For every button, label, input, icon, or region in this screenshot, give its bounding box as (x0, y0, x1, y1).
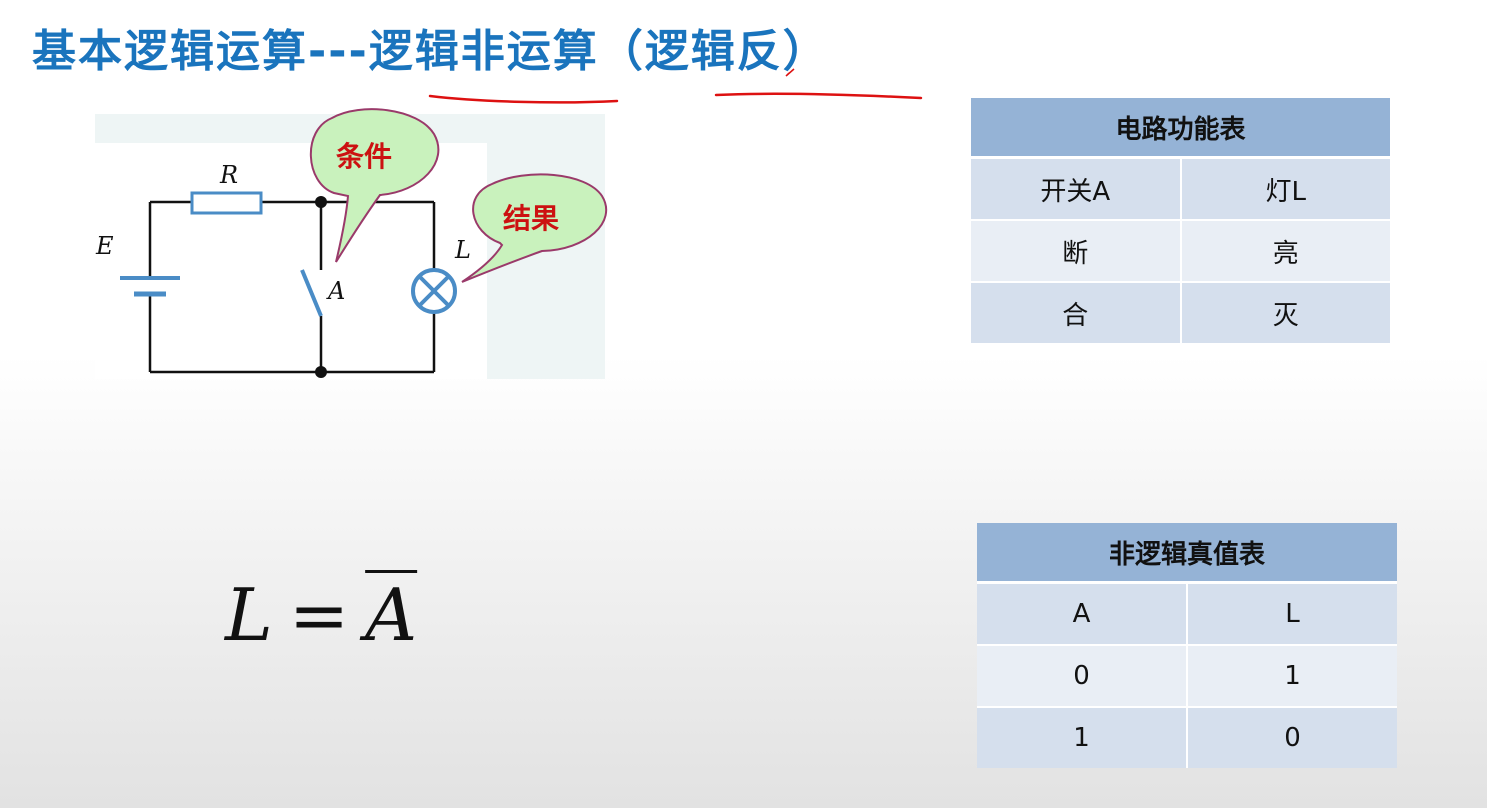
label-resistor: R (219, 161, 238, 189)
switch-icon (300, 269, 323, 317)
table-row: A L (977, 581, 1397, 645)
label-battery: E (95, 232, 114, 260)
table-cell: 1 (977, 706, 1188, 768)
circuit-panel (95, 143, 487, 379)
table-row: 1 0 (977, 706, 1397, 768)
resistor-icon (190, 191, 263, 215)
function-table-caption: 电路功能表 (971, 98, 1390, 159)
function-header-switch: 开关A (971, 156, 1182, 220)
table-cell: 亮 (1180, 219, 1390, 282)
circuit-function-table: 电路功能表 开关A 灯L 断 亮 合 灭 (971, 98, 1390, 343)
table-cell: 0 (977, 644, 1188, 707)
slide-title: 基本逻辑运算---逻辑非运算（逻辑反） (32, 26, 829, 77)
table-row: 合 灭 (971, 281, 1390, 343)
truth-header-a: A (977, 581, 1188, 645)
bubble-result (461, 173, 608, 283)
label-switch: A (326, 277, 345, 305)
bubble-result-text: 结果 (503, 202, 559, 235)
table-cell: 0 (1187, 706, 1397, 768)
formula-rhs-negated: A (365, 573, 418, 657)
label-lamp: L (454, 236, 471, 264)
formula-equals: = (288, 573, 350, 657)
bubble-condition-text: 条件 (336, 140, 392, 173)
formula-lhs: L (225, 573, 273, 657)
table-row: 断 亮 (971, 219, 1390, 282)
table-cell: 断 (971, 219, 1182, 282)
bubble-condition (309, 108, 440, 263)
table-cell: 1 (1187, 644, 1397, 707)
truth-header-l: L (1187, 581, 1397, 645)
lamp-icon (411, 268, 457, 314)
function-header-lamp: 灯L (1180, 156, 1390, 220)
junction-bottom (315, 366, 327, 378)
table-row: 开关A 灯L (971, 156, 1390, 220)
table-cell: 合 (971, 281, 1182, 343)
not-formula: L=A (225, 575, 417, 655)
table-row: 0 1 (977, 644, 1397, 707)
junction-top (315, 196, 327, 208)
truth-table-caption: 非逻辑真值表 (977, 523, 1397, 584)
table-cell: 灭 (1180, 281, 1390, 343)
not-truth-table: 非逻辑真值表 A L 0 1 1 0 (977, 523, 1397, 768)
